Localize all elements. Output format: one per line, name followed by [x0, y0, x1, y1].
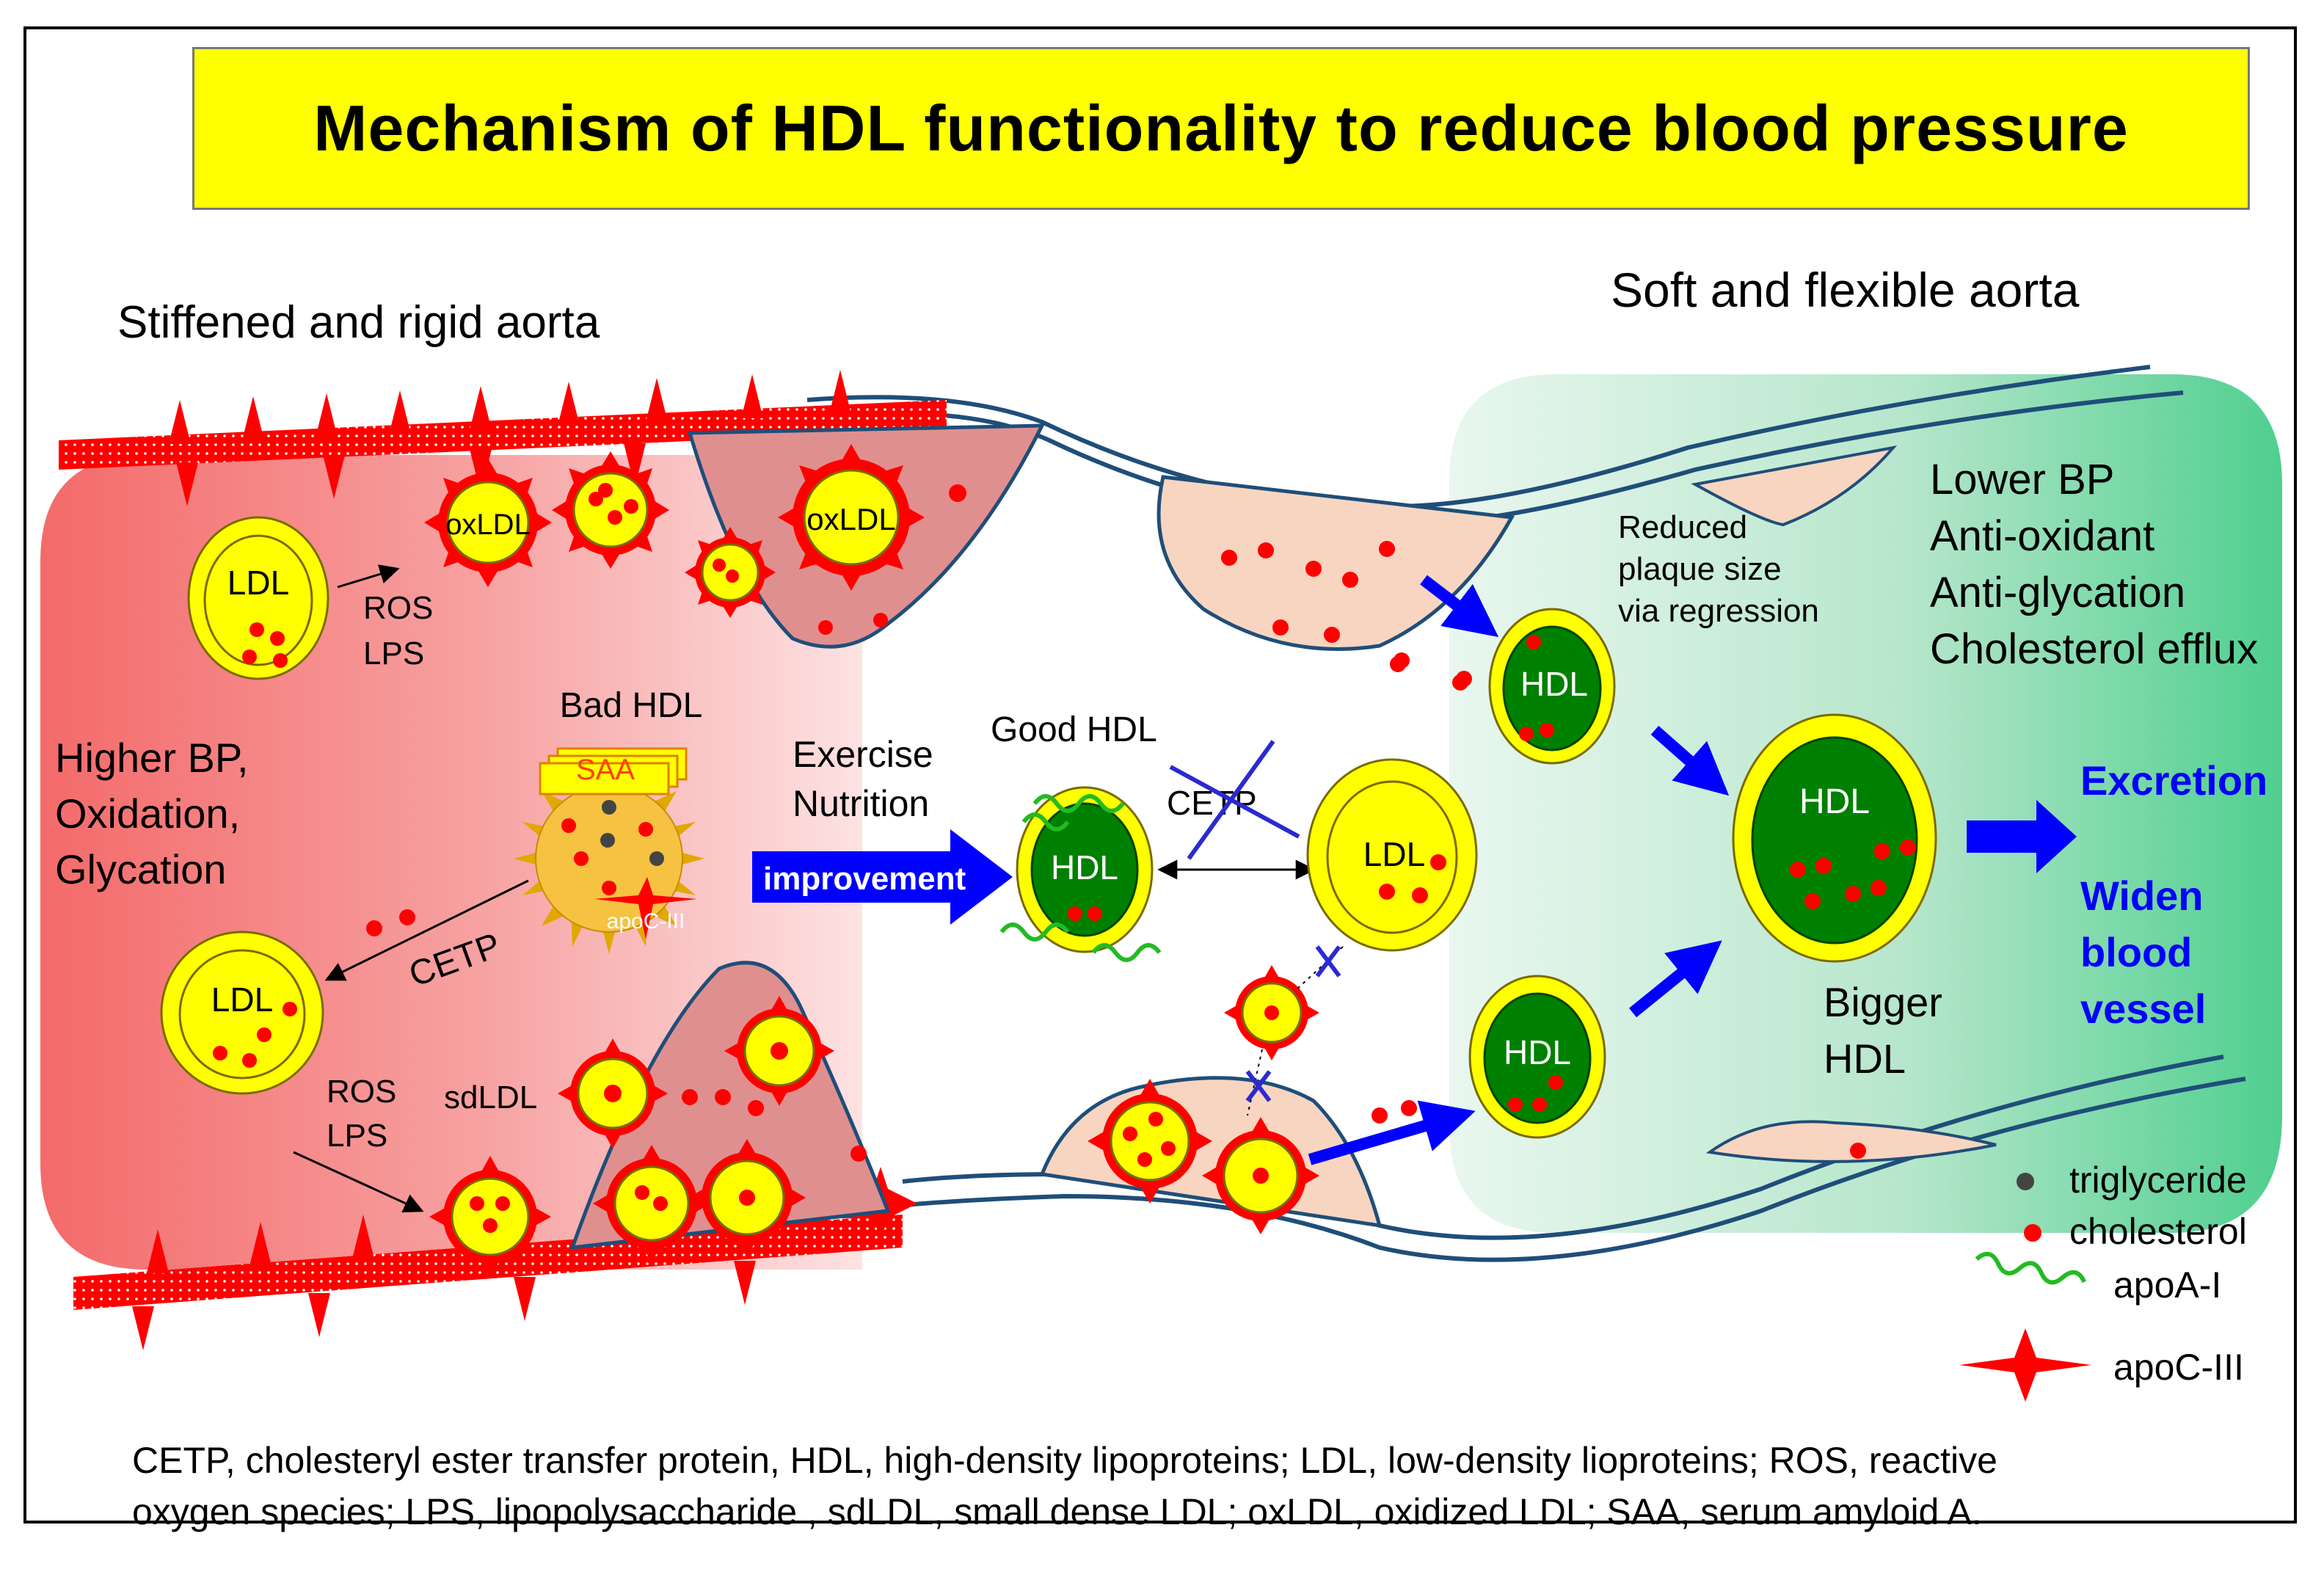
nutrition-label: Nutrition [793, 783, 929, 824]
ldl-label-2: LDL [211, 980, 273, 1019]
caption: CETP, cholesteryl ester transfer protein… [132, 1435, 2231, 1537]
bigger-hdl-line-1: Bigger [1824, 979, 1942, 1025]
widen-line-3: vessel [2080, 986, 2206, 1032]
arrow-hdl-to-bigger-1 [1650, 726, 1730, 796]
exercise-label: Exercise [793, 734, 933, 775]
excretion-arrow [1967, 800, 2077, 873]
ldl-label-middle: LDL [1363, 835, 1425, 873]
caption-line-2: oxygen species; LPS, lipopolysaccharide … [132, 1491, 1982, 1532]
legend-cholesterol-label: cholesterol [2069, 1211, 2247, 1252]
oxldl-particle-4 [778, 444, 925, 591]
benefit-2: Anti-oxidant [1930, 512, 2154, 560]
oxldl-label-1: oxLDL [445, 509, 531, 541]
good-hdl-particle [999, 786, 1162, 962]
block-mark-1 [1315, 945, 1341, 978]
arrow-bad-hdl-to-ldl [324, 879, 529, 981]
oxldl-label-2: oxLDL [806, 502, 895, 536]
ldl-particle-left-top [187, 516, 329, 680]
bigger-hdl-particle [1732, 713, 1937, 963]
sdldl-particle-2 [724, 996, 834, 1106]
stiff-wall-upper [59, 400, 947, 470]
bad-hdl-label: Bad HDL [560, 686, 703, 725]
ldl-particle-left-bottom [160, 931, 324, 1095]
hdl-particle-right-top [1488, 608, 1616, 765]
improvement-arrow [752, 829, 1013, 925]
reduced-plaque-line-1: Reduced [1618, 509, 1747, 545]
higher-bp-line-3: Glycation [55, 846, 226, 892]
hdl-particle-right-bottom [1468, 975, 1606, 1139]
soft-aorta-label: Soft and flexible aorta [1611, 263, 2080, 317]
cholesterol-dots-free [366, 484, 1866, 1162]
caption-line-1: CETP, cholesteryl ester transfer protein… [132, 1440, 1997, 1481]
improvement-label: improvement [763, 861, 966, 897]
wall-spikes-upper [169, 370, 851, 506]
arrow-ldl-to-sdldl [293, 1151, 424, 1213]
hdl-label-right-bottom: HDL [1504, 1033, 1571, 1071]
arrow-plaque-to-hdl [1420, 575, 1499, 638]
hdl-label-bigger: HDL [1799, 782, 1870, 821]
arrow-ldl-to-oxldl [337, 564, 400, 589]
apoc3-star-on-bad-hdl [594, 877, 697, 939]
lps-label-1: LPS [363, 636, 424, 671]
sdldl-particle-5 [429, 1156, 551, 1278]
diagram-title: Mechanism of HDL functionality to reduce… [313, 92, 2129, 164]
legend-triglyceride-marker [2017, 1173, 2034, 1190]
oxldl-particle-2 [552, 451, 669, 569]
oxldl-particle-1 [424, 459, 552, 587]
saa-label: SAA [576, 754, 635, 786]
bigger-hdl-line-2: HDL [1824, 1035, 1906, 1082]
legend-apoc3-label: apoC-III [2113, 1347, 2244, 1388]
ldl-label-1: LDL [227, 564, 289, 602]
cetp-cross-2 [1187, 740, 1275, 860]
arrow-hdl-to-bigger-2 [1628, 940, 1722, 1018]
sdldl-particle-4 [688, 1139, 806, 1256]
legend-apoc3-marker [1959, 1328, 2091, 1402]
block-mark-2 [1245, 1070, 1272, 1102]
legend-triglyceride-label: triglyceride [2069, 1160, 2247, 1201]
ros-label-1: ROS [363, 590, 433, 626]
legend: triglyceride cholesterol apoA-I apoC-III [1959, 1160, 2247, 1402]
widen-line-2: blood [2080, 929, 2192, 975]
hdl-label-right-top: HDL [1520, 665, 1588, 703]
ldl-plaque-particle-2 [1202, 1117, 1319, 1234]
benefit-1: Lower BP [1930, 456, 2114, 503]
outer-frame [23, 26, 2297, 1524]
ros-label-2: ROS [327, 1074, 396, 1110]
ldl-particle-middle [1306, 758, 1478, 952]
higher-bp-line-2: Oxidation, [55, 790, 240, 837]
higher-bp-line-1: Higher BP, [55, 735, 249, 781]
legend-cholesterol-marker [2024, 1224, 2041, 1242]
reduced-plaque-line-3: via regression [1618, 593, 1819, 629]
good-hdl-label: Good HDL [991, 710, 1157, 749]
excretion-label: Excretion [2080, 757, 2267, 804]
bad-hdl-particle [514, 763, 704, 954]
saa-tags [539, 747, 688, 796]
cetp-cross-1 [1169, 765, 1300, 839]
benefit-4: Cholesterol efflux [1930, 625, 2258, 673]
sdldl-particle-3 [593, 1145, 710, 1262]
plaque-lower-right [1705, 1120, 1997, 1163]
oxldl-particle-3 [685, 527, 776, 618]
lps-label-2: LPS [327, 1118, 387, 1154]
sdldl-label: sdLDL [444, 1080, 537, 1115]
stiff-aorta-label: Stiffened and rigid aorta [117, 297, 600, 348]
ldl-particle-blocked [1224, 965, 1319, 1060]
hdl-label-good: HDL [1051, 848, 1118, 887]
apoc3-small-label: apoC-III [607, 909, 685, 933]
title-banner: Mechanism of HDL functionality to reduce… [192, 47, 2250, 210]
sdldl-particle-1 [558, 1038, 668, 1148]
arrow-ldl-to-hdl [1308, 1100, 1476, 1165]
widen-line-1: Widen [2080, 873, 2203, 919]
legend-apoa1-marker [1975, 1251, 2087, 1285]
plaque-upper-right [1691, 445, 1898, 527]
legend-apoa1-label: apoA-I [2113, 1264, 2221, 1306]
ldl-plaque-particle-1 [1088, 1079, 1212, 1204]
benefit-3: Anti-glycation [1930, 569, 2185, 616]
reduced-plaque-line-2: plaque size [1618, 551, 1782, 587]
blocked-path-1 [1294, 946, 1344, 991]
